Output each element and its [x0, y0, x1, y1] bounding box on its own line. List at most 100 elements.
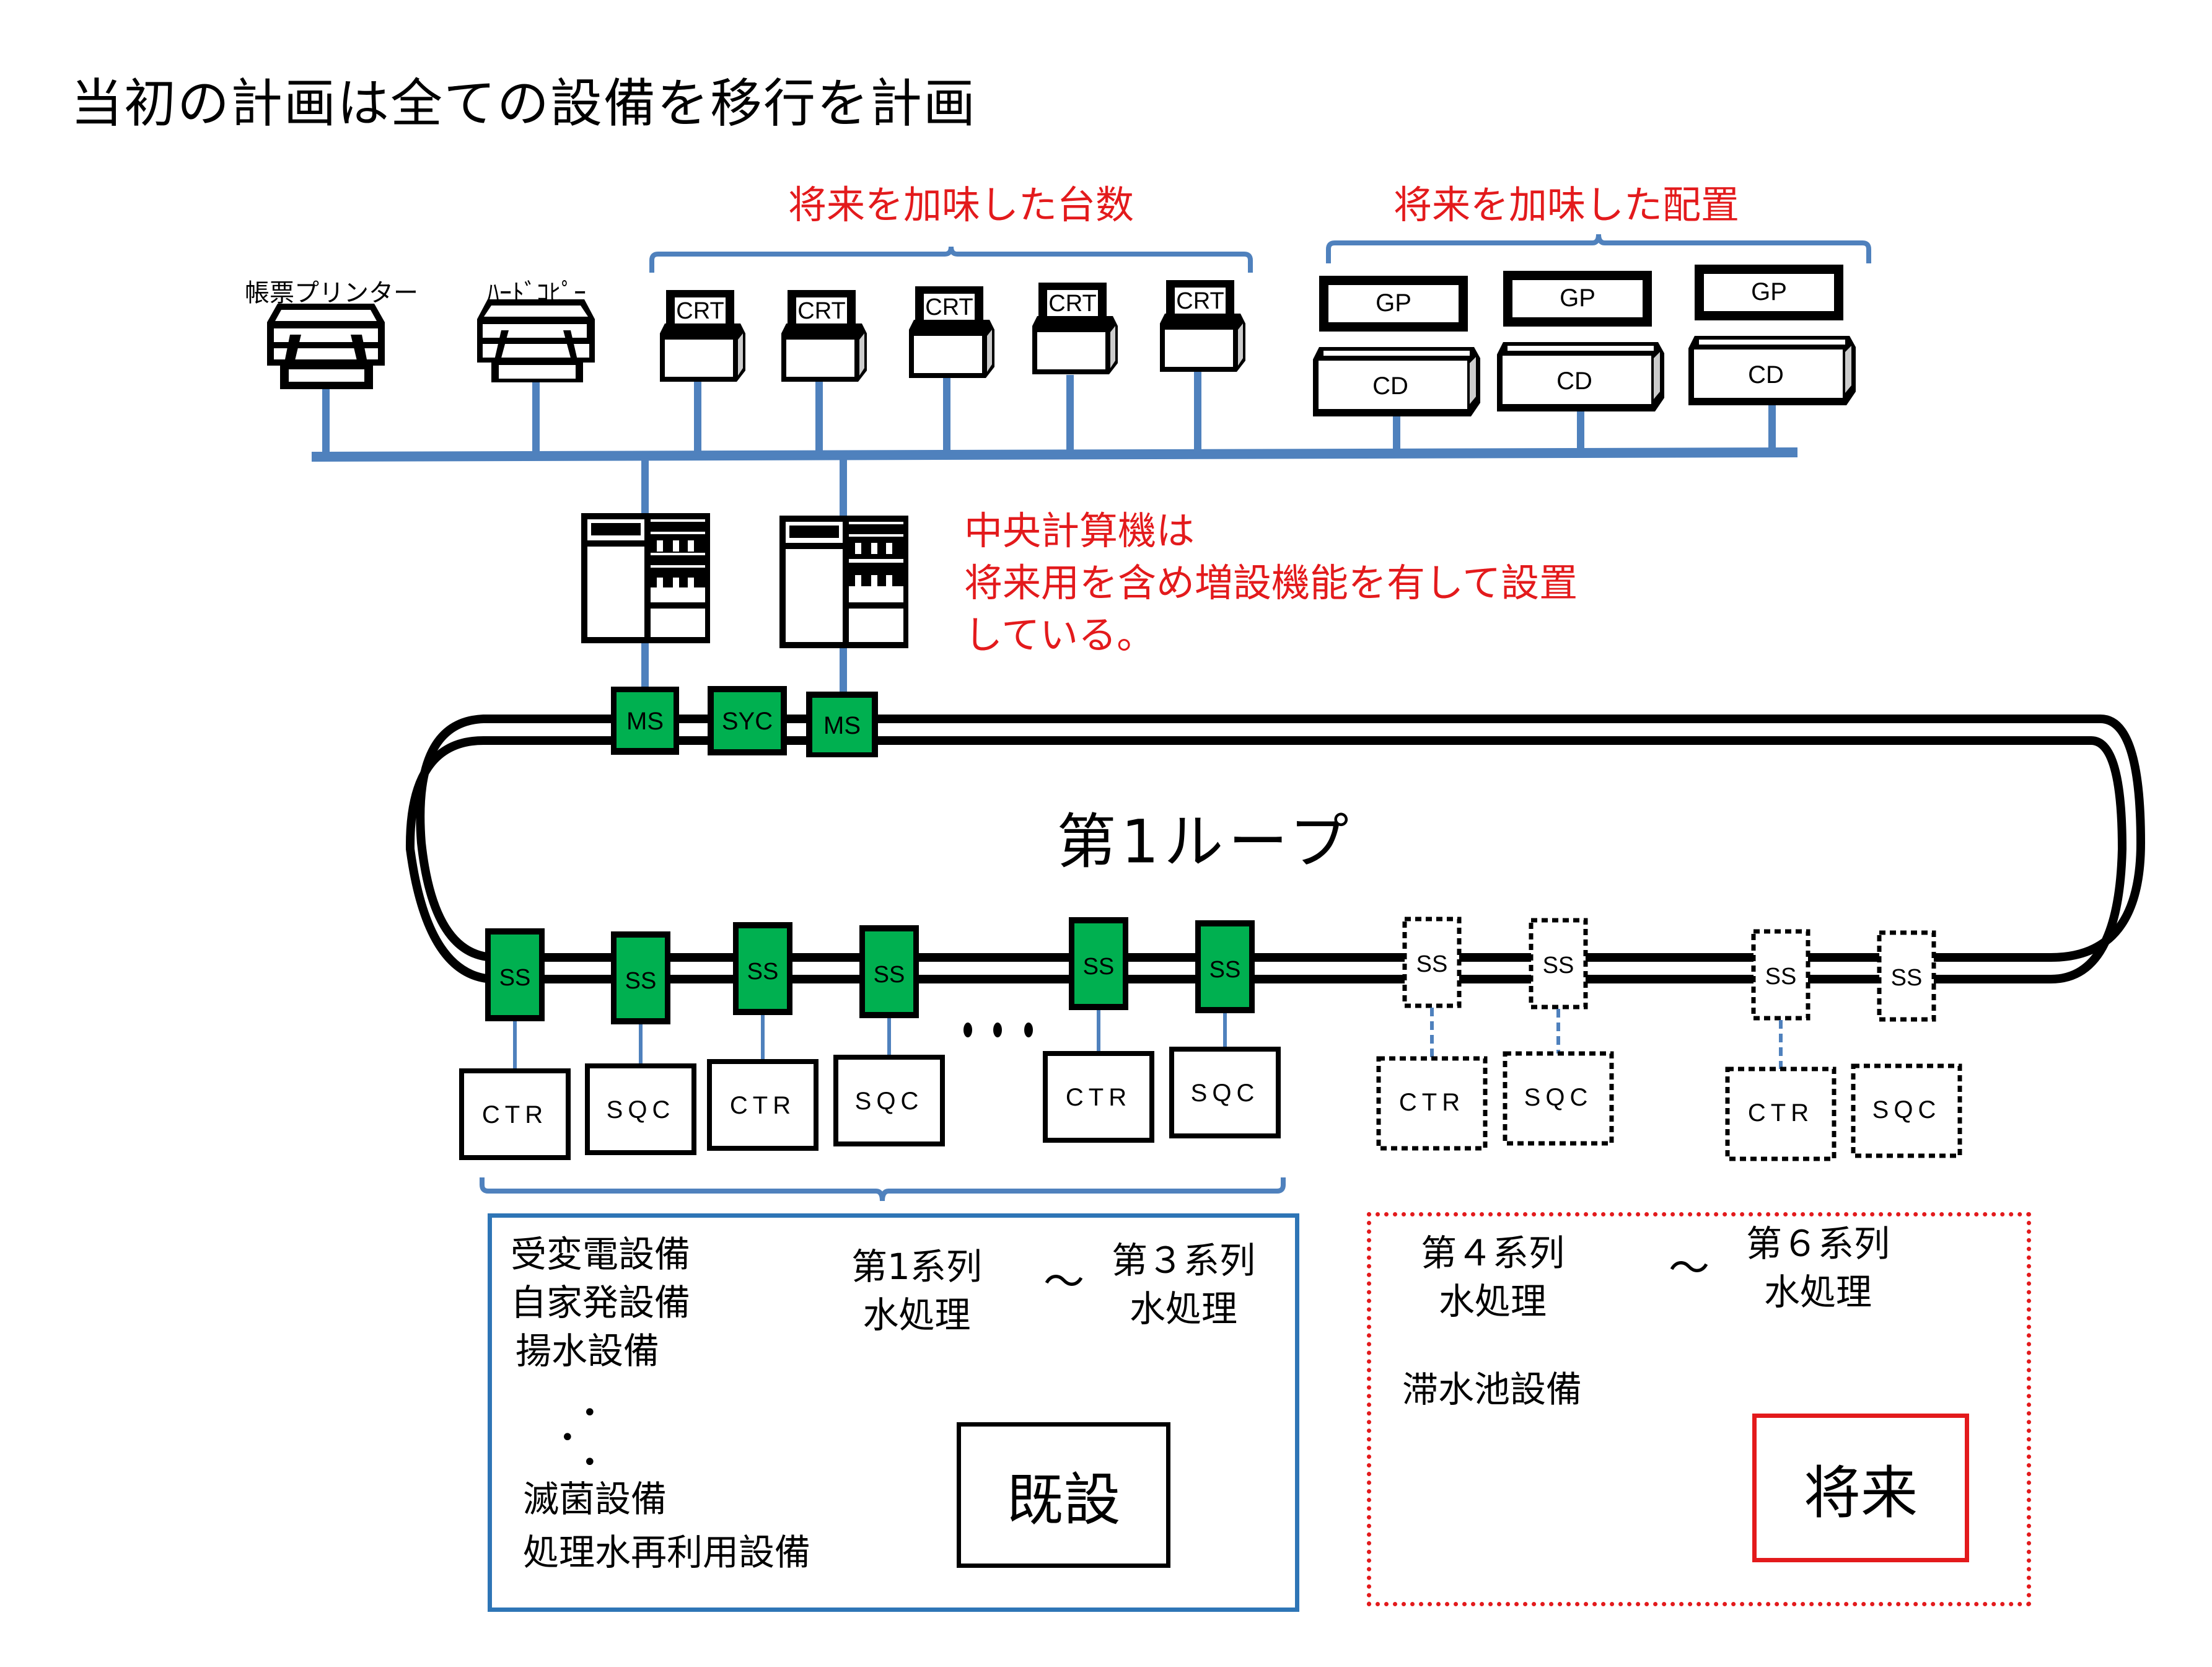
series-type: 水処理 [1439, 1280, 1547, 1322]
crt-label: CRT [1176, 288, 1224, 314]
future-device-box [1503, 1051, 1614, 1146]
device-label: CTR [730, 1092, 796, 1119]
page-title: 当初の計画は全ての設備を移行を計画 [71, 73, 977, 134]
existing-status-badge: 既設 [957, 1422, 1170, 1568]
series-type: 水処理 [1130, 1288, 1238, 1330]
existing-bracket [480, 1177, 1286, 1202]
future-ss-node [1877, 930, 1936, 1022]
ss-station: SS SQC [833, 925, 945, 1146]
device-box [833, 1055, 945, 1146]
facility-list-bottom: 滅菌設備 処理水再利用設備 [523, 1475, 810, 1577]
crt-terminal-icon: CRT [660, 290, 745, 382]
device-label: SQC [855, 1088, 924, 1115]
crt-label: CRT [676, 298, 724, 324]
gp-brace [1326, 234, 1871, 263]
ms-node-label: MS [626, 708, 664, 735]
device-box [1169, 1047, 1281, 1138]
ms-node: MS [611, 687, 679, 755]
gp-cd-console-icon: GP CD [1313, 276, 1480, 416]
gp-layout-annotation: 将来を加味した配置 [1393, 182, 1740, 227]
device-label: SQC [1191, 1080, 1260, 1107]
cd-label: CD [1372, 372, 1408, 400]
computer-note: 中央計算機は 将来用を含め増設機能を有して設置 している。 [964, 505, 1578, 661]
ss-node-label: SS [747, 959, 779, 985]
future-status-badge: 将来 [1752, 1414, 1969, 1562]
series-to: 第３系列 水処理 [1112, 1236, 1255, 1333]
crt-label: CRT [797, 298, 845, 324]
gp-label: GP [1376, 289, 1411, 317]
future-device-box [1851, 1063, 1962, 1158]
facility-ellipsis: • • • [560, 1399, 597, 1477]
device-box [459, 1068, 571, 1160]
crt-brace [649, 246, 1253, 273]
crt-terminal-icon: CRT [1032, 283, 1118, 374]
bus-line [311, 447, 1798, 462]
cd-label: CD [1556, 367, 1592, 395]
hardcopy-printer-icon [477, 299, 595, 382]
crt-label: CRT [925, 294, 973, 320]
series-from: 第1系列 水処理 [851, 1243, 982, 1339]
device-box [585, 1063, 696, 1155]
facility-item: 揚水設備 [516, 1330, 660, 1372]
device-label: CTR [1066, 1084, 1131, 1111]
central-computer-icon [581, 513, 710, 643]
future-ss-station: SS CTR [1376, 917, 1488, 1151]
facility-item: 処理水再利用設備 [523, 1531, 811, 1573]
device-label: SQC [1524, 1084, 1593, 1111]
syc-node: SYC [708, 686, 787, 755]
ss-node-label: SS [1891, 965, 1923, 991]
syc-node-label: SYC [722, 708, 773, 735]
cd-label: CD [1748, 361, 1784, 389]
ss-node-label: SS [874, 962, 905, 988]
printer-label: 帳票プリンター [245, 279, 418, 307]
future-facility: 滞水池設備 [1402, 1368, 1582, 1410]
ss-station: SS CTR [707, 922, 819, 1151]
device-label: CTR [482, 1101, 548, 1128]
ss-node-label: SS [1416, 951, 1448, 977]
facility-item: 滅菌設備 [523, 1478, 667, 1520]
ms-node-label: MS [823, 712, 861, 739]
future-ss-station: SS SQC [1503, 918, 1614, 1146]
ss-node-label: SS [625, 968, 657, 994]
series-to: 第６系列 水処理 [1746, 1220, 1890, 1316]
computer-note-line: 将来用を含め増設機能を有して設置 [964, 560, 1578, 605]
gp-label: GP [1560, 284, 1595, 312]
series-from: 第４系列 水処理 [1421, 1229, 1565, 1326]
gp-cd-console-icon: GP CD [1497, 271, 1664, 411]
crt-terminal-icon: CRT [1160, 280, 1245, 372]
future-ss-node [1402, 917, 1462, 1008]
ellipsis-dots [963, 1023, 1033, 1037]
series-name: 第1系列 [851, 1246, 982, 1288]
gp-cd-console-icon: GP CD [1688, 265, 1856, 405]
tilde: ～ [1043, 1258, 1084, 1306]
form-printer-icon [267, 304, 385, 389]
future-device-box [1376, 1056, 1488, 1151]
future-ss-node [1751, 929, 1810, 1021]
device-label: CTR [1748, 1099, 1814, 1127]
device-label: CTR [1399, 1089, 1465, 1116]
ss-node-label: SS [1209, 957, 1241, 983]
series-type: 水処理 [862, 1294, 971, 1336]
future-group-box: 第４系列 水処理 ～ 第６系列 水処理 滞水池設備 将来 [1367, 1212, 2031, 1606]
future-ss-node [1529, 918, 1588, 1009]
future-ss-station: SS SQC [1851, 930, 1962, 1158]
device-box [1043, 1051, 1154, 1143]
series-name: 第４系列 [1421, 1232, 1565, 1274]
series-name: 第６系列 [1746, 1223, 1890, 1265]
device-label: SQC [1872, 1096, 1941, 1124]
facility-item: 自家発設備 [511, 1282, 691, 1324]
loop-title: 第1ループ [1056, 807, 1354, 877]
future-device-box [1725, 1067, 1837, 1161]
tilde: ～ [1669, 1244, 1709, 1292]
ss-station: SS SQC [1169, 920, 1281, 1138]
existing-group-box: 受変電設備 自家発設備 揚水設備 • • • 滅菌設備 処理水再利用設備 第1系… [488, 1213, 1299, 1612]
ss-station: SS CTR [459, 928, 571, 1160]
ss-node-label: SS [499, 965, 531, 991]
facility-list: 受変電設備 自家発設備 揚水設備 [511, 1230, 690, 1375]
ss-node-label: SS [1543, 952, 1574, 979]
gp-label: GP [1751, 278, 1787, 306]
